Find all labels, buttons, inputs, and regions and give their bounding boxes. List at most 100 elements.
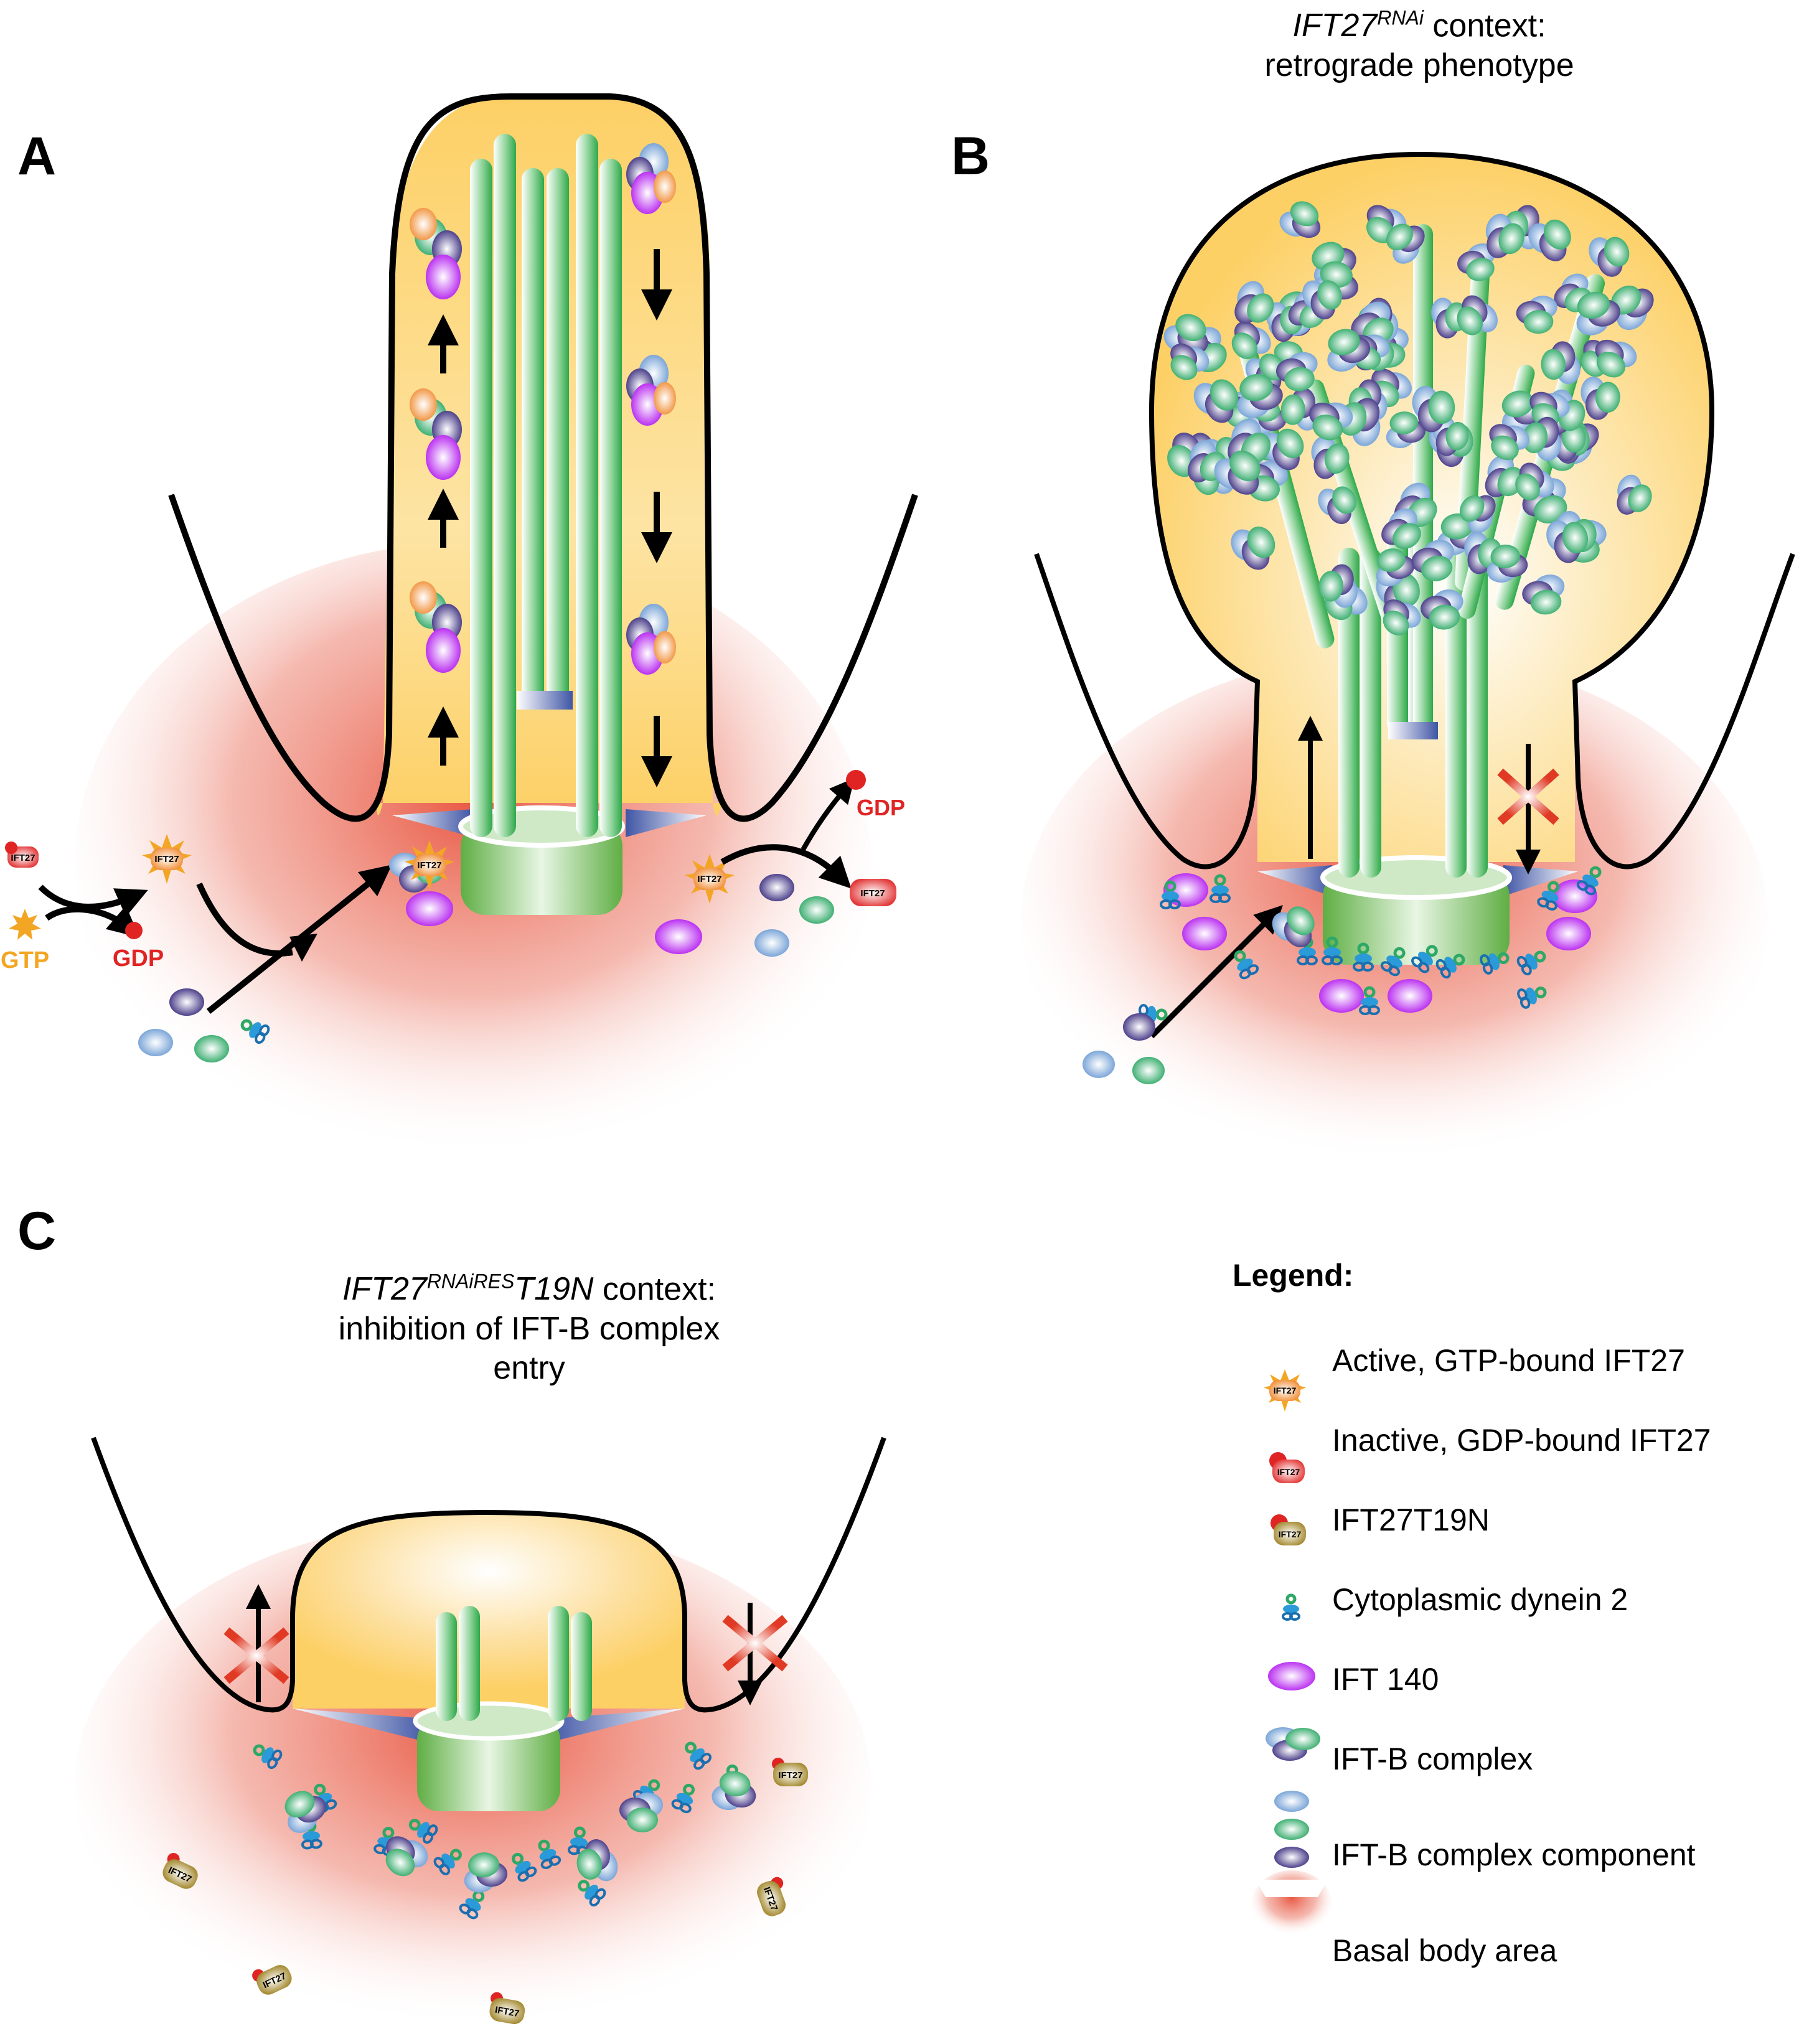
ift-b-complex <box>1421 589 1463 630</box>
panel-label-c: C <box>17 1201 57 1261</box>
legend-label: IFT-B complex <box>1332 1742 1533 1776</box>
ift-b-complex <box>1383 599 1421 635</box>
ift-b-complex <box>1457 295 1498 335</box>
panel-label-b: B <box>951 126 990 186</box>
gene-name: IFT27 <box>342 1271 427 1308</box>
ift-b-complex <box>1411 540 1454 581</box>
dynein <box>240 1019 270 1044</box>
svg-text:IFT27: IFT27 <box>417 860 441 871</box>
legend-label: Active, GTP-bound IFT27 <box>1332 1343 1685 1378</box>
dynein <box>671 1783 695 1814</box>
inactive-ift27 <box>850 879 896 906</box>
ift-b-complex <box>1386 411 1426 449</box>
ift27-t19n-icon: IFT27 <box>1271 1514 1306 1545</box>
title-suffix: context: <box>593 1271 716 1308</box>
legend-item: Inactive, GDP-bound IFT27 <box>1233 1400 1780 1480</box>
ift-b-complex <box>1280 387 1320 431</box>
ift27-t19n-icon <box>1233 1486 1332 1554</box>
dynein <box>1411 945 1438 973</box>
ift-b-complex <box>1459 495 1496 533</box>
basal-body-area-icon <box>1233 1916 1332 1985</box>
ift-b-complex <box>1386 223 1425 264</box>
ift-b-complex <box>1234 281 1274 324</box>
ift-b-complex <box>1554 273 1592 312</box>
blocked-x-icon <box>722 1615 788 1672</box>
dynein <box>1234 950 1259 980</box>
ift-b-complex <box>1272 906 1315 948</box>
ift-train-anterograde <box>410 208 462 673</box>
ift-b-complex <box>1546 520 1589 563</box>
ift-b-complex <box>1589 237 1630 277</box>
panel-label-a: A <box>17 126 57 186</box>
membrane-a <box>168 93 918 822</box>
gdp-dot <box>846 770 866 790</box>
ift-b-green <box>194 1035 229 1062</box>
ift-b-complex <box>1501 390 1545 434</box>
ift-b-complex <box>576 1839 618 1882</box>
ift-exit-side: IFT27 GDP IFT27 <box>655 770 905 957</box>
ift-b-complex-icon <box>1266 1727 1320 1761</box>
dynein <box>538 1839 561 1869</box>
ift-b-complex <box>1528 219 1571 261</box>
dynein <box>1297 936 1318 965</box>
panel-a: IFT27 GTP GDP IFT27 <box>1 93 918 1189</box>
ift-b-complex <box>1617 474 1652 515</box>
gene-superscript: RNAi <box>1377 7 1424 29</box>
svg-text:IFT27: IFT27 <box>1279 1529 1302 1539</box>
legend-label: Basal body area <box>1332 1933 1557 1968</box>
legend-heading: Legend: <box>1233 1258 1354 1293</box>
stub-cilium-c <box>293 1512 685 1709</box>
membrane-b <box>1034 151 1795 870</box>
ift-b-complex <box>1376 548 1415 587</box>
dynein <box>1210 874 1231 903</box>
dynein <box>1359 986 1380 1015</box>
blocked-x-icon <box>223 1627 289 1684</box>
transition-fiber <box>293 1709 430 1743</box>
ift-b-component <box>1083 1051 1115 1078</box>
dynein <box>685 1742 712 1770</box>
svg-text:IFT27: IFT27 <box>154 854 179 865</box>
ift-b-complex <box>1581 377 1620 420</box>
legend-label: IFT27T19N <box>1332 1503 1490 1537</box>
dynein <box>1435 954 1465 979</box>
ift-b-complex <box>1279 201 1321 238</box>
ift-train-retrograde <box>626 143 676 675</box>
ift-b-complex <box>1489 424 1529 461</box>
ift-b-component-icon <box>1274 1791 1309 1868</box>
ift27-t19n: IFT27 <box>757 1877 786 1916</box>
ift-b-complex <box>1485 213 1524 258</box>
mutation-name: T19N <box>514 1271 594 1308</box>
gdp-label: GDP <box>113 945 164 972</box>
ift-b-component <box>1123 1013 1155 1041</box>
ift140 <box>1182 917 1227 950</box>
dynein <box>1160 880 1181 909</box>
legend-label: IFT 140 <box>1332 1662 1439 1697</box>
dynein <box>1353 942 1374 972</box>
ift140 <box>1546 917 1591 950</box>
legend-item: IFT-B complex component <box>1233 1799 1780 1911</box>
ift-b-component-icon <box>1233 1821 1332 1889</box>
panel-b-title: IFT27RNAi context: retrograde phenotype <box>1170 6 1668 85</box>
dynein <box>408 1819 438 1844</box>
gtp-exchange-cycle: IFT27 GTP GDP IFT27 <box>1 834 392 1062</box>
ift-b-complex <box>1515 462 1554 501</box>
ift-b-complex <box>712 1771 756 1811</box>
ift-b-complex <box>1381 508 1421 550</box>
dynein <box>253 1744 283 1770</box>
accumulated-ift-b-complexes <box>1163 201 1654 635</box>
axoneme-c <box>436 1606 592 1721</box>
ift-b-complex <box>1576 291 1620 335</box>
active-ift27-icon <box>1233 1326 1332 1395</box>
ift-b-complex <box>284 1791 326 1833</box>
active-ift27: IFT27 <box>142 834 192 884</box>
gene-superscript: RNAiRES <box>426 1270 515 1293</box>
gtp-star <box>9 909 41 940</box>
dynein <box>1576 866 1602 896</box>
dynein <box>1516 950 1546 976</box>
svg-text:IFT27: IFT27 <box>1274 1385 1297 1395</box>
gene-name: IFT27 <box>1292 7 1378 44</box>
ift-b-complex <box>1412 385 1455 433</box>
